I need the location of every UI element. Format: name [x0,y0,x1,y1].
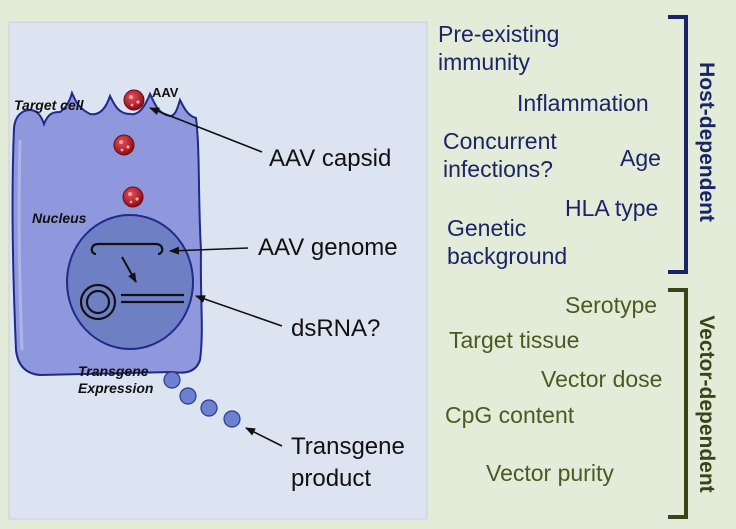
factor-cpg-content: CpG content [445,402,575,428]
aav-capsid-label: AAV capsid [269,145,392,172]
aav-particle-icon [122,186,144,208]
aav-particle-icon [113,134,135,156]
factor-target-tissue: Target tissue [449,327,580,353]
factor-serotype: Serotype [565,292,658,318]
dsrna-icon [121,293,184,304]
host-dependent-bracket [668,15,688,274]
factor-hla-type: HLA type [565,195,659,221]
factor-age: Age [620,145,661,171]
vector-dependent-title: Vector-dependent [695,315,718,493]
factor-inflammation: Inflammation [517,90,649,116]
cell-membrane-highlight [17,139,24,351]
product-pointer-arrow [245,427,283,447]
factor-vector-dose: Vector dose [541,366,663,392]
aav-particle-icon [123,89,145,111]
dsrna-label: dsRNA? [291,315,381,342]
factor-genetic-background: Genetic background [447,215,568,269]
transgene-product-label-line1: Transgene [291,433,405,460]
host-dependent-title: Host-dependent [695,62,718,222]
nucleus-label: Nucleus [32,210,87,226]
dsrna-pointer-arrow [195,295,283,327]
target-cell-label: Target cell [14,97,84,113]
transgene-product-dots [163,371,241,428]
aav-genome-label: AAV genome [258,234,398,261]
vector-dependent-bracket [668,288,688,519]
episome-icon [79,283,117,321]
aav-genome-icon [90,242,164,256]
aav-label: AAV [152,85,179,100]
capsid-pointer-arrow [149,107,263,153]
factor-vector-purity: Vector purity [486,460,614,486]
genome-pointer-arrow [169,246,249,255]
transgene-product-label-line2: product [291,465,372,492]
genome-conversion-arrow [121,256,137,283]
transgene-expression-label-line2: Expression [78,380,154,396]
factor-pre-existing-immunity: Pre-existing immunity [438,21,560,75]
nucleus-shape [66,214,194,350]
factor-concurrent-infections: Concurrent infections? [443,128,557,182]
transgene-expression-label-line1: Transgene [78,363,149,379]
